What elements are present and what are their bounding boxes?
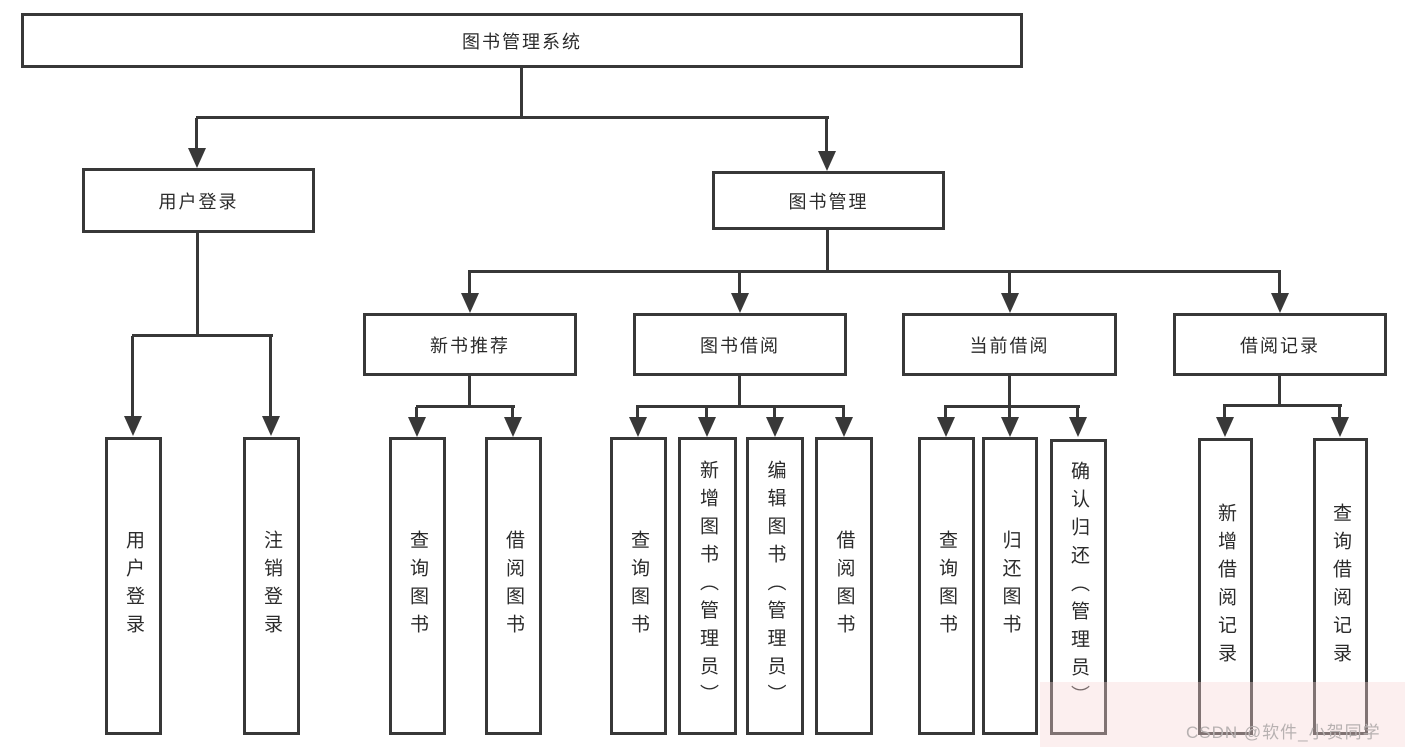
leaf-confirm-return-admin: 确认归还（管理员） <box>1050 439 1107 735</box>
node-user-login: 用户登录 <box>82 168 315 233</box>
arrow-down-icon <box>1216 406 1234 437</box>
connector-borrow-records-rail <box>1223 404 1342 407</box>
leaf-label: 注销登录 <box>261 530 282 642</box>
node-current-borrow: 当前借阅 <box>902 313 1117 376</box>
node-user-login-label: 用户登录 <box>158 191 239 212</box>
node-book-borrow-label: 图书借阅 <box>700 335 780 356</box>
connector-root-rail <box>196 116 829 119</box>
leaf-label: 查询借阅记录 <box>1330 502 1351 671</box>
arrow-down-icon <box>731 272 749 313</box>
leaf-return-book: 归还图书 <box>982 437 1038 735</box>
leaf-label: 查询图书 <box>407 530 428 642</box>
arrow-down-icon <box>766 407 784 437</box>
arrow-down-icon <box>124 336 142 436</box>
arrow-down-icon <box>835 407 853 437</box>
connector-book-mgmt-stem <box>826 230 829 273</box>
connector-current-borrow-rail <box>944 405 1080 408</box>
arrow-down-icon <box>1001 272 1019 313</box>
arrow-down-icon <box>818 118 836 171</box>
connector-user-login-rail <box>132 334 273 337</box>
connector-book-borrow-stem <box>738 376 741 408</box>
csdn-watermark: CSDN @软件_小贺同学 <box>1186 723 1381 742</box>
node-borrow-records-label: 借阅记录 <box>1240 335 1320 356</box>
leaf-query-book-current: 查询图书 <box>918 437 975 735</box>
leaf-edit-book-admin: 编辑图书（管理员） <box>746 437 804 735</box>
node-book-management: 图书管理 <box>712 171 945 230</box>
arrow-down-icon <box>1331 406 1349 437</box>
leaf-query-borrow-record: 查询借阅记录 <box>1313 438 1368 735</box>
leaf-user-login: 用户登录 <box>105 437 162 735</box>
arrow-down-icon <box>698 407 716 437</box>
leaf-add-book-admin: 新增图书（管理员） <box>678 437 737 735</box>
leaf-query-book-recommend: 查询图书 <box>389 437 446 735</box>
arrow-down-icon <box>262 336 280 436</box>
connector-new-book-stem <box>468 376 471 408</box>
connector-book-mgmt-rail <box>468 270 1281 273</box>
connector-current-borrow-stem <box>1008 376 1011 408</box>
arrow-down-icon <box>504 407 522 437</box>
node-book-borrow: 图书借阅 <box>633 313 847 376</box>
leaf-add-borrow-record: 新增借阅记录 <box>1198 438 1253 735</box>
leaf-label: 用户登录 <box>123 530 144 642</box>
node-new-book-recommend: 新书推荐 <box>363 313 577 376</box>
leaf-label: 查询图书 <box>628 530 649 642</box>
arrow-down-icon <box>1271 272 1289 313</box>
node-current-borrow-label: 当前借阅 <box>969 335 1050 356</box>
arrow-down-icon <box>408 407 426 437</box>
connector-new-book-rail <box>416 405 515 408</box>
leaf-label: 确认归还（管理员） <box>1068 461 1089 713</box>
leaf-label: 新增借阅记录 <box>1215 502 1236 671</box>
connector-root-stem <box>520 68 523 118</box>
arrow-down-icon <box>188 118 206 168</box>
leaf-logout: 注销登录 <box>243 437 300 735</box>
node-root: 图书管理系统 <box>21 13 1023 68</box>
arrow-down-icon <box>629 407 647 437</box>
connector-user-login-stem <box>196 233 199 336</box>
leaf-label: 查询图书 <box>936 530 957 642</box>
arrow-down-icon <box>1001 407 1019 437</box>
node-new-book-recommend-label: 新书推荐 <box>430 335 510 356</box>
leaf-label: 借阅图书 <box>833 530 855 642</box>
arrow-down-icon <box>461 272 479 313</box>
leaf-label: 新增图书（管理员） <box>697 460 718 712</box>
node-root-label: 图书管理系统 <box>462 31 582 52</box>
leaf-borrow-book: 借阅图书 <box>815 437 873 735</box>
leaf-query-book-borrow: 查询图书 <box>610 437 667 735</box>
leaf-label: 借阅图书 <box>503 530 524 642</box>
node-book-management-label: 图书管理 <box>788 191 869 212</box>
node-borrow-records: 借阅记录 <box>1173 313 1387 376</box>
connector-book-borrow-rail <box>636 405 845 408</box>
arrow-down-icon <box>937 407 955 437</box>
leaf-label: 编辑图书（管理员） <box>764 460 786 712</box>
leaf-borrow-book-recommend: 借阅图书 <box>485 437 542 735</box>
arrow-down-icon <box>1069 407 1087 437</box>
connector-borrow-records-stem <box>1278 376 1281 407</box>
leaf-label: 归还图书 <box>999 530 1021 642</box>
